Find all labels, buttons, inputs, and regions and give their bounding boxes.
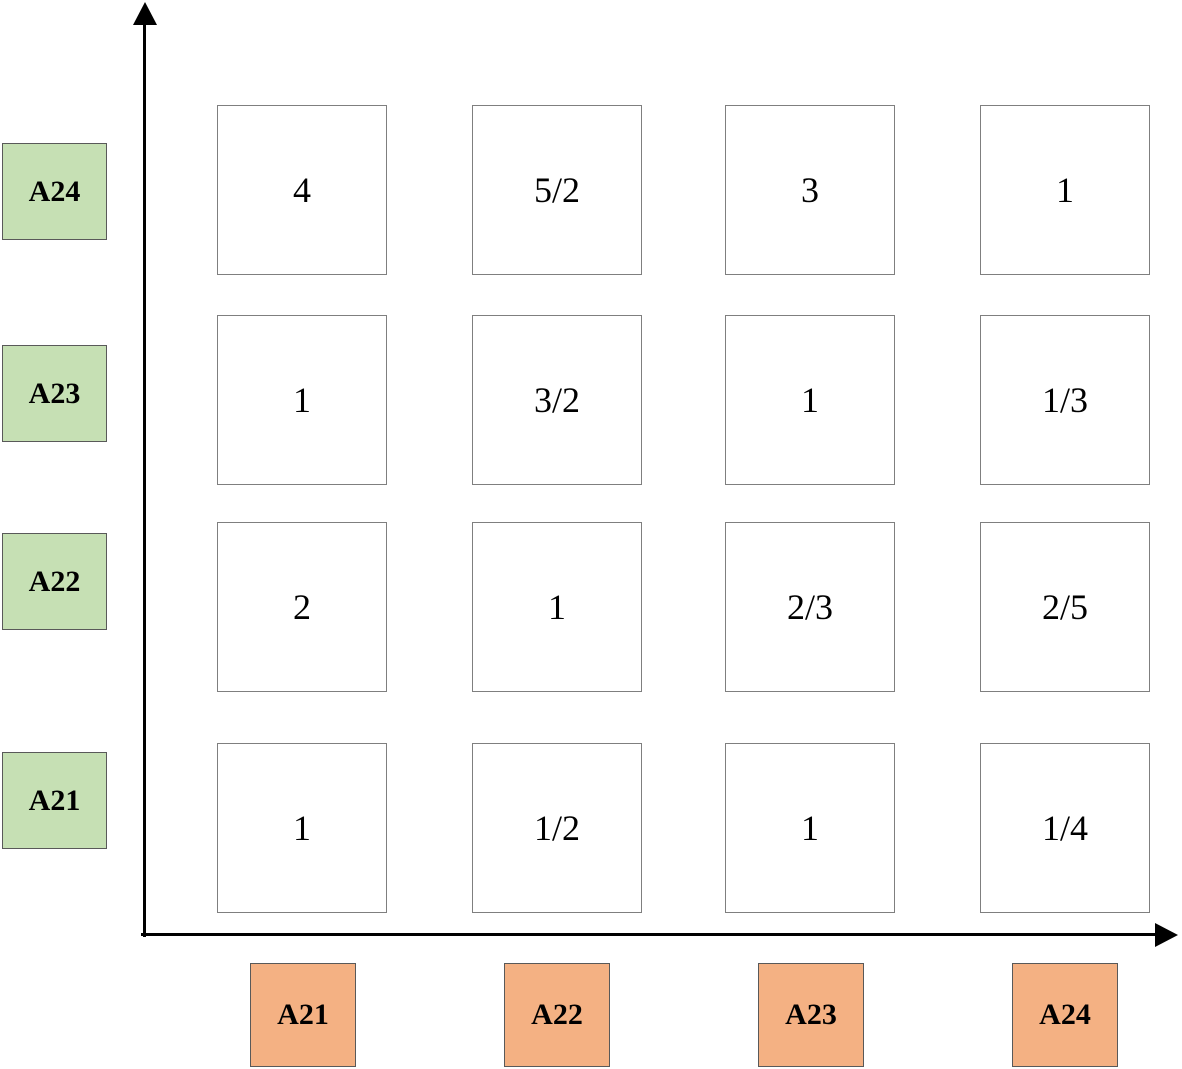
matrix-cell-r0c0: 4: [217, 105, 387, 275]
x-axis-label-a22: A22: [504, 963, 610, 1067]
x-axis-label-a21: A21: [250, 963, 356, 1067]
matrix-cell-r2c1: 1: [472, 522, 642, 692]
matrix-cell-r3c2: 1: [725, 743, 895, 913]
matrix-cell-r2c0: 2: [217, 522, 387, 692]
matrix-cell-r1c0: 1: [217, 315, 387, 485]
x-axis-label-a23: A23: [758, 963, 864, 1067]
y-axis-label-a23: A23: [2, 345, 107, 442]
y-axis-label-a24: A24: [2, 143, 107, 240]
x-axis-label-a24: A24: [1012, 963, 1118, 1067]
matrix-cell-r2c2: 2/3: [725, 522, 895, 692]
x-axis-arrowhead-icon: [1155, 923, 1178, 947]
matrix-cell-r3c0: 1: [217, 743, 387, 913]
matrix-cell-r0c2: 3: [725, 105, 895, 275]
matrix-cell-r0c3: 1: [980, 105, 1150, 275]
matrix-cell-r3c3: 1/4: [980, 743, 1150, 913]
x-axis-line: [141, 933, 1160, 936]
y-axis-label-a21: A21: [2, 752, 107, 849]
matrix-cell-r1c1: 3/2: [472, 315, 642, 485]
matrix-cell-r1c3: 1/3: [980, 315, 1150, 485]
matrix-cell-r0c1: 5/2: [472, 105, 642, 275]
matrix-cell-r1c2: 1: [725, 315, 895, 485]
y-axis-arrowhead-icon: [133, 2, 157, 25]
matrix-cell-r3c1: 1/2: [472, 743, 642, 913]
matrix-cell-r2c3: 2/5: [980, 522, 1150, 692]
y-axis-line: [143, 18, 146, 937]
y-axis-label-a22: A22: [2, 533, 107, 630]
